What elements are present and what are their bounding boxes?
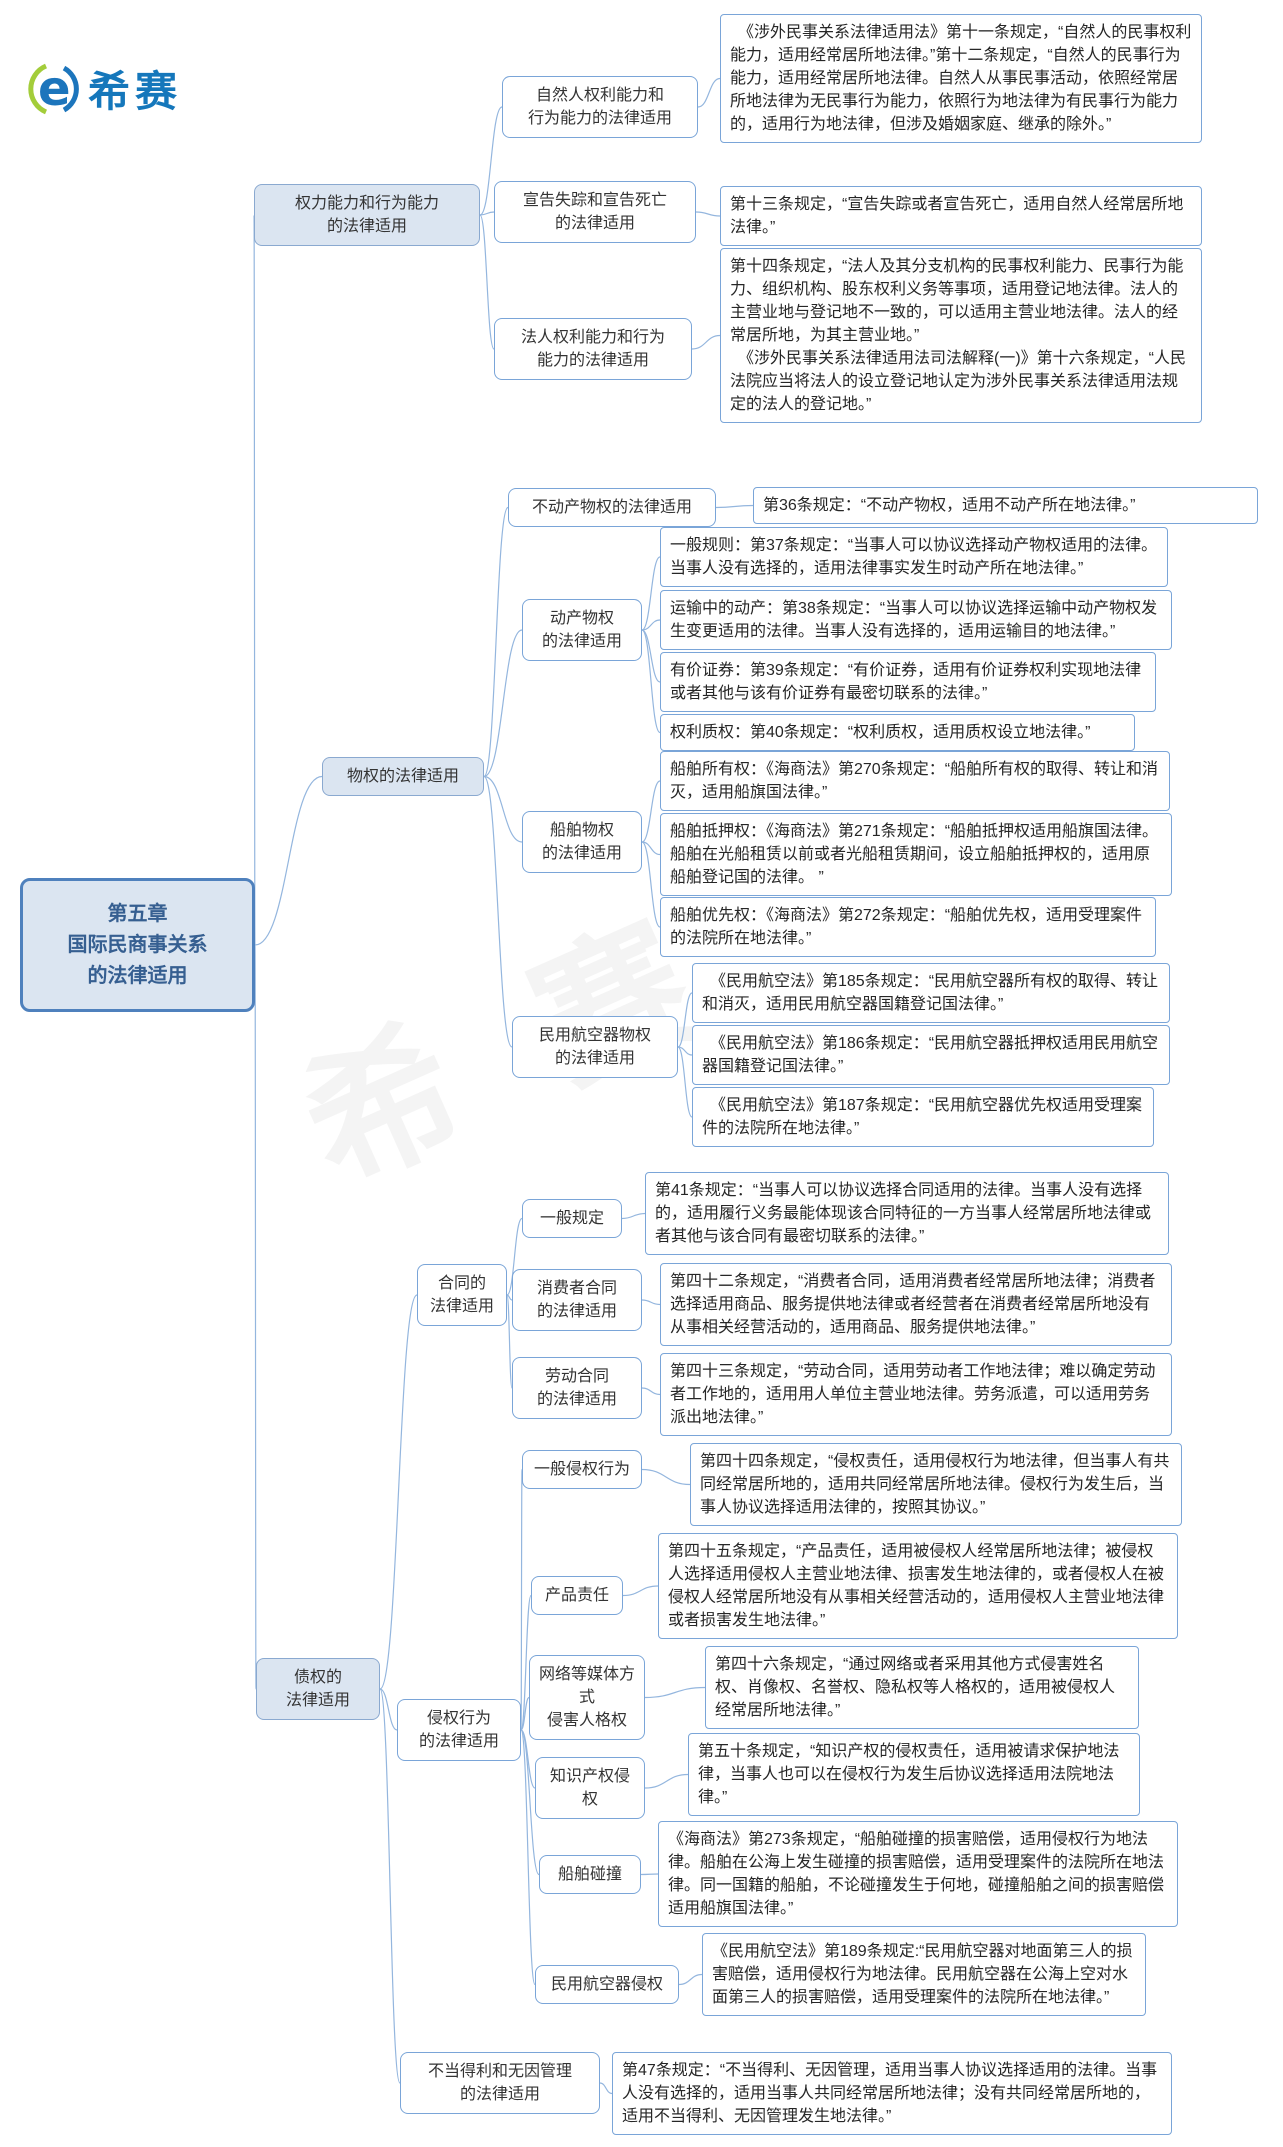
node-network-personality-rights: 网络等媒体方式 侵害人格权 xyxy=(529,1655,645,1740)
leaf-article-40: 权利质权：第40条规定：“权利质权，适用质权设立地法律。” xyxy=(660,714,1135,751)
leaf-article-50: 第五十条规定，“知识产权的侵权责任，适用被请求保护地法律，当事人也可以在侵权行为… xyxy=(688,1733,1140,1816)
leaf-article-11-12: 《涉外民事关系法律适用法》第十一条规定，“自然人的民事权利能力，适用经常居所地法… xyxy=(720,14,1202,143)
node-ship-collision: 船舶碰撞 xyxy=(539,1855,641,1894)
node-tort: 侵权行为 的法律适用 xyxy=(397,1699,521,1761)
leaf-aviation-186: 《民用航空法》第186条规定：“民用航空器抵押权适用民用航空器国籍登记国法律。” xyxy=(692,1025,1170,1085)
node-civil-aircraft-property: 民用航空器物权 的法律适用 xyxy=(512,1016,678,1078)
node-contract-general: 一般规定 xyxy=(522,1199,622,1238)
node-general-tort: 一般侵权行为 xyxy=(522,1450,642,1489)
leaf-article-14-16: 第十四条规定，“法人及其分支机构的民事权利能力、民事行为能力、组织机构、股东权利… xyxy=(720,248,1202,423)
leaf-article-45: 第四十五条规定，“产品责任，适用被侵权人经常居所地法律；被侵权人选择适用侵权人主… xyxy=(658,1533,1178,1639)
node-movable-property: 动产物权 的法律适用 xyxy=(522,599,642,661)
logo-e-icon: e xyxy=(28,61,79,117)
node-ship-property: 船舶物权 的法律适用 xyxy=(522,811,642,873)
node-immovable-property: 不动产物权的法律适用 xyxy=(508,488,716,527)
leaf-article-38: 运输中的动产：第38条规定：“当事人可以协议选择运输中动产物权发生变更适用的法律… xyxy=(660,590,1172,650)
leaf-article-36: 第36条规定：“不动产物权，适用不动产所在地法律。” xyxy=(753,487,1258,524)
node-product-liability: 产品责任 xyxy=(531,1576,623,1615)
node-contract: 合同的 法律适用 xyxy=(417,1264,507,1326)
node-root-chapter: 第五章 国际民商事关系 的法律适用 xyxy=(20,878,255,1012)
node-debt-rights: 债权的 法律适用 xyxy=(256,1658,380,1720)
leaf-article-39: 有价证券：第39条规定：“有价证券，适用有价证券权利实现地法律或者其他与该有价证… xyxy=(660,652,1156,712)
node-labor-contract: 劳动合同 的法律适用 xyxy=(512,1357,642,1419)
node-legal-person: 法人权利能力和行为 能力的法律适用 xyxy=(494,318,692,380)
leaf-aviation-189: 《民用航空法》第189条规定:“民用航空器对地面第三人的损害赔偿，适用侵权行为地… xyxy=(702,1933,1146,2016)
leaf-article-43: 第四十三条规定，“劳动合同，适用劳动者工作地法律；难以确定劳动者工作地的，适用用… xyxy=(660,1353,1172,1436)
leaf-article-44: 第四十四条规定，“侵权责任，适用侵权行为地法律，但当事人有共同经常居所地的，适用… xyxy=(690,1443,1182,1526)
node-capacity: 权力能力和行为能力 的法律适用 xyxy=(254,184,480,246)
leaf-article-37: 一般规则：第37条规定：“当事人可以协议选择动产物权适用的法律。当事人没有选择的… xyxy=(660,527,1168,587)
node-natural-person: 自然人权利能力和 行为能力的法律适用 xyxy=(502,76,698,138)
node-civil-aircraft-tort: 民用航空器侵权 xyxy=(535,1965,679,2004)
svg-text:e: e xyxy=(38,61,71,117)
node-property-rights: 物权的法律适用 xyxy=(322,757,484,796)
node-ip-infringement: 知识产权侵权 xyxy=(535,1757,645,1819)
node-unjust-enrichment: 不当得利和无因管理 的法律适用 xyxy=(400,2052,600,2114)
leaf-maritime-272: 船舶优先权：《海商法》第272条规定：“船舶优先权，适用受理案件的法院所在地法律… xyxy=(660,897,1156,957)
leaf-aviation-187: 《民用航空法》第187条规定：“民用航空器优先权适用受理案件的法院所在地法律。” xyxy=(692,1087,1154,1147)
node-consumer-contract: 消费者合同 的法律适用 xyxy=(512,1269,642,1331)
leaf-maritime-270: 船舶所有权：《海商法》第270条规定：“船舶所有权的取得、转让和消灭，适用船旗国… xyxy=(660,751,1170,811)
leaf-maritime-273: 《海商法》第273条规定，“船舶碰撞的损害赔偿，适用侵权行为地法律。船舶在公海上… xyxy=(658,1821,1178,1927)
leaf-article-42: 第四十二条规定，“消费者合同，适用消费者经常居所地法律；消费者选择适用商品、服务… xyxy=(660,1263,1172,1346)
leaf-article-46: 第四十六条规定，“通过网络或者采用其他方式侵害姓名权、肖像权、名誉权、隐私权等人… xyxy=(705,1646,1139,1729)
leaf-aviation-185: 《民用航空法》第185条规定：“民用航空器所有权的取得、转让和消灭，适用民用航空… xyxy=(692,963,1170,1023)
leaf-article-41: 第41条规定：“当事人可以协议选择合同适用的法律。当事人没有选择的，适用履行义务… xyxy=(645,1172,1169,1255)
leaf-article-47: 第47条规定：“不当得利、无因管理，适用当事人协议选择适用的法律。当事人没有选择… xyxy=(612,2052,1172,2135)
leaf-maritime-271: 船舶抵押权：《海商法》第271条规定：“船舶抵押权适用船旗国法律。船舶在光船租赁… xyxy=(660,813,1172,896)
brand-name: 希赛 xyxy=(88,68,183,115)
node-declared-missing: 宣告失踪和宣告死亡 的法律适用 xyxy=(494,181,696,243)
xisai-logo: e 希赛 xyxy=(24,58,182,119)
leaf-article-13: 第十三条规定，“宣告失踪或者宣告死亡，适用自然人经常居所地法律。” xyxy=(720,186,1202,246)
